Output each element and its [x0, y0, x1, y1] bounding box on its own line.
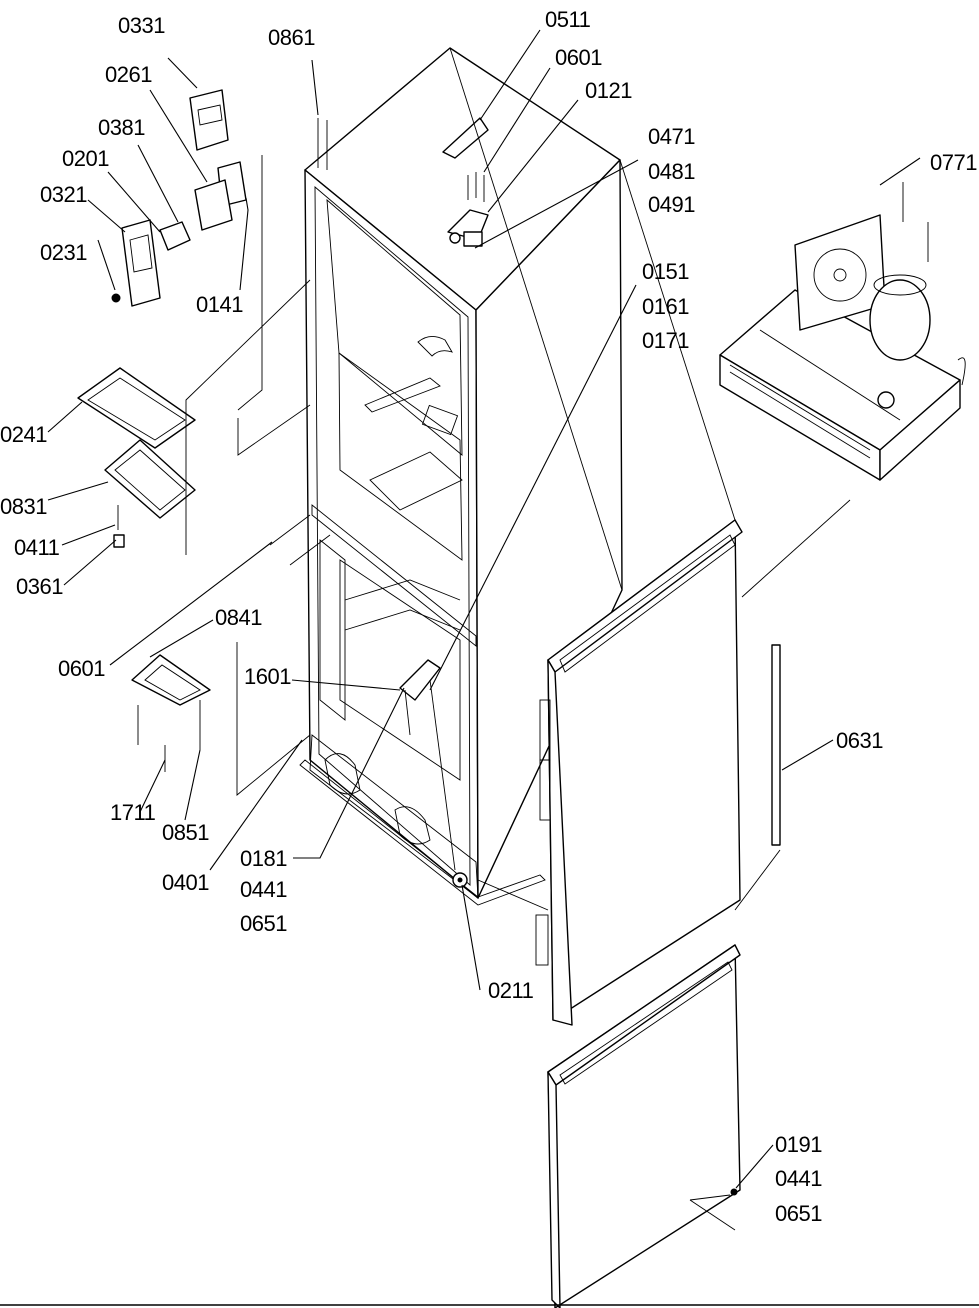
label-0231: 0231 — [40, 240, 87, 265]
label-1711: 1711 — [110, 800, 156, 825]
label-0151: 0151 — [642, 259, 689, 284]
label-0601-top: 0601 — [555, 45, 602, 70]
middle-hinge-assembly — [399, 659, 468, 888]
label-0381: 0381 — [98, 115, 145, 140]
label-0651-bottom: 0651 — [775, 1201, 822, 1226]
label-0121: 0121 — [585, 78, 632, 103]
label-0771: 0771 — [930, 150, 977, 175]
label-0481: 0481 — [648, 159, 695, 184]
label-0861: 0861 — [268, 25, 315, 50]
label-0831: 0831 — [0, 494, 47, 519]
label-0601-mid: 0601 — [58, 656, 105, 681]
label-0321: 0321 — [40, 182, 87, 207]
label-0211: 0211 — [488, 978, 534, 1003]
label-1601: 1601 — [244, 664, 291, 689]
label-0441-bottom: 0441 — [775, 1166, 822, 1191]
part-number-labels: 0331 0861 0511 0261 0601 0121 0381 0201 … — [0, 7, 978, 1226]
label-0361: 0361 — [16, 574, 63, 599]
label-0181: 0181 — [240, 846, 287, 871]
label-0401: 0401 — [162, 870, 209, 895]
label-0141: 0141 — [196, 292, 243, 317]
freezer-door — [547, 944, 741, 1308]
label-0651-mid: 0651 — [240, 911, 287, 936]
label-0631: 0631 — [836, 728, 883, 753]
evaporator-cover-group — [77, 367, 211, 772]
label-0331: 0331 — [118, 13, 165, 38]
label-0191: 0191 — [775, 1132, 822, 1157]
fresh-food-door — [535, 519, 781, 1026]
label-0411: 0411 — [14, 535, 60, 560]
label-0171: 0171 — [642, 328, 689, 353]
label-0161: 0161 — [642, 294, 689, 319]
label-0851: 0851 — [162, 820, 209, 845]
label-leaders — [47, 29, 921, 1189]
label-0261: 0261 — [105, 62, 152, 87]
label-0441-mid: 0441 — [240, 877, 287, 902]
compressor-assembly — [719, 182, 966, 481]
label-0491: 0491 — [648, 192, 695, 217]
label-0471: 0471 — [648, 124, 695, 149]
label-0841: 0841 — [215, 605, 262, 630]
label-0511: 0511 — [545, 7, 591, 32]
control-housing-group — [111, 89, 263, 411]
top-hinge-assembly — [317, 117, 489, 247]
label-0201: 0201 — [62, 146, 109, 171]
label-0241: 0241 — [0, 422, 47, 447]
assembly-lines — [185, 47, 851, 1231]
